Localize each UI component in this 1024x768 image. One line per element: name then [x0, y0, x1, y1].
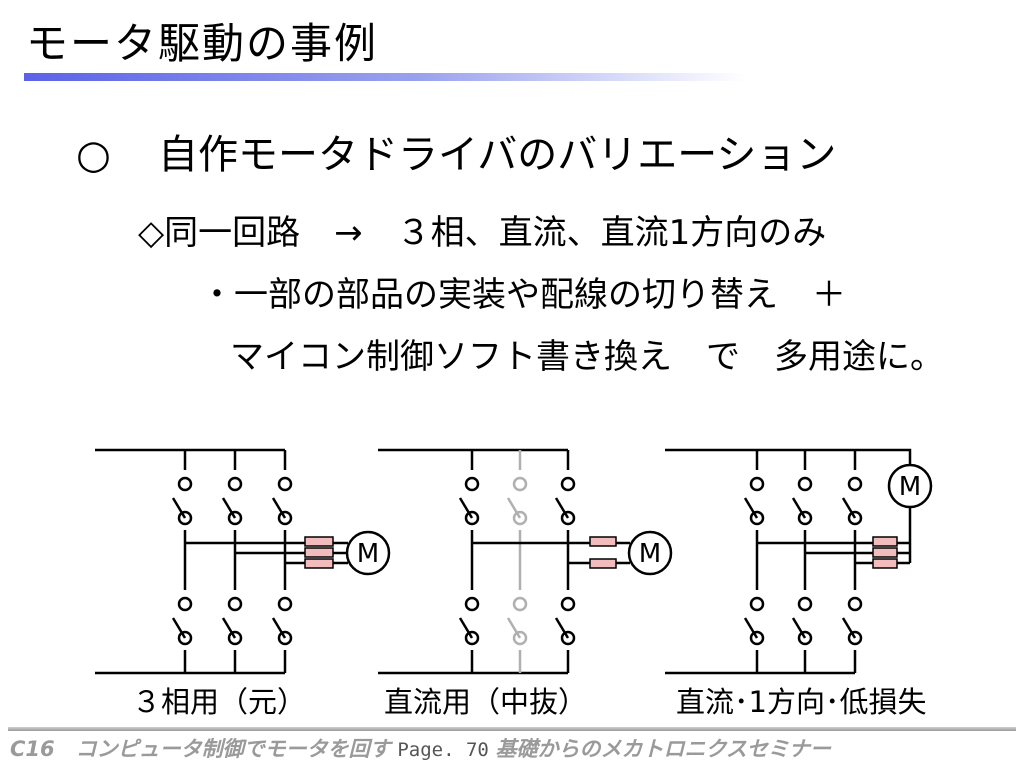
switch-icon	[554, 476, 576, 526]
main-heading: ○ 自作モータドライバのバリエーション	[76, 128, 836, 182]
switch-icon	[221, 476, 243, 526]
title-underline	[24, 73, 746, 81]
footer-divider	[8, 727, 1016, 731]
body-line-3: マイコン制御ソフト書き換え で 多用途に。	[230, 337, 944, 377]
caption-three-phase: ３相用（元）	[132, 685, 307, 719]
motor-icon: M	[887, 463, 933, 509]
motor-icon: M	[345, 530, 391, 576]
switch-icon	[271, 476, 293, 526]
switch-icon	[458, 596, 480, 646]
switch-icon	[743, 476, 765, 526]
switch-icon	[271, 596, 293, 646]
switch-icon	[458, 476, 480, 526]
circuit-three-phase: M	[95, 448, 391, 675]
footer-page-number: Page. 70	[397, 739, 489, 761]
switch-icon	[171, 476, 193, 526]
switch-icon	[791, 476, 813, 526]
caption-dc-one-direction: 直流･1方向･低損失	[676, 685, 927, 719]
motor-icon: M	[627, 530, 673, 576]
switch-icon	[221, 596, 243, 646]
circuit-dc-one-direction: M	[665, 448, 933, 675]
caption-dc: 直流用（中抜）	[384, 685, 588, 719]
footer-course-title: C16 コンピュータ制御でモータを回す	[10, 737, 391, 761]
svg-text:M: M	[639, 539, 661, 569]
switch-icon	[743, 596, 765, 646]
switch-icon	[791, 596, 813, 646]
footer: C16 コンピュータ制御でモータを回す Page. 70 基礎からのメカトロニク…	[10, 733, 831, 765]
svg-text:M: M	[357, 539, 379, 569]
switch-icon	[171, 596, 193, 646]
footer-seminar-name: 基礎からのメカトロニクスセミナー	[495, 737, 831, 761]
slide-title: モータ駆動の事例	[26, 19, 379, 68]
disabled-switch-icon	[506, 596, 528, 646]
driver-circuit-diagrams: M M	[95, 448, 933, 675]
svg-text:M: M	[899, 472, 921, 502]
switch-icon	[841, 476, 863, 526]
disabled-switch-icon	[506, 476, 528, 526]
circuit-dc: M	[378, 448, 673, 675]
switch-icon	[841, 596, 863, 646]
circle-bullet-icon: ○	[76, 132, 111, 178]
main-heading-text: 自作モータドライバのバリエーション	[158, 132, 837, 178]
switch-icon	[554, 596, 576, 646]
body-line-1: ◇同一回路 → ３相、直流、直流1方向のみ	[138, 213, 827, 253]
body-line-2: ・一部の部品の実装や配線の切り替え ＋	[200, 275, 846, 315]
